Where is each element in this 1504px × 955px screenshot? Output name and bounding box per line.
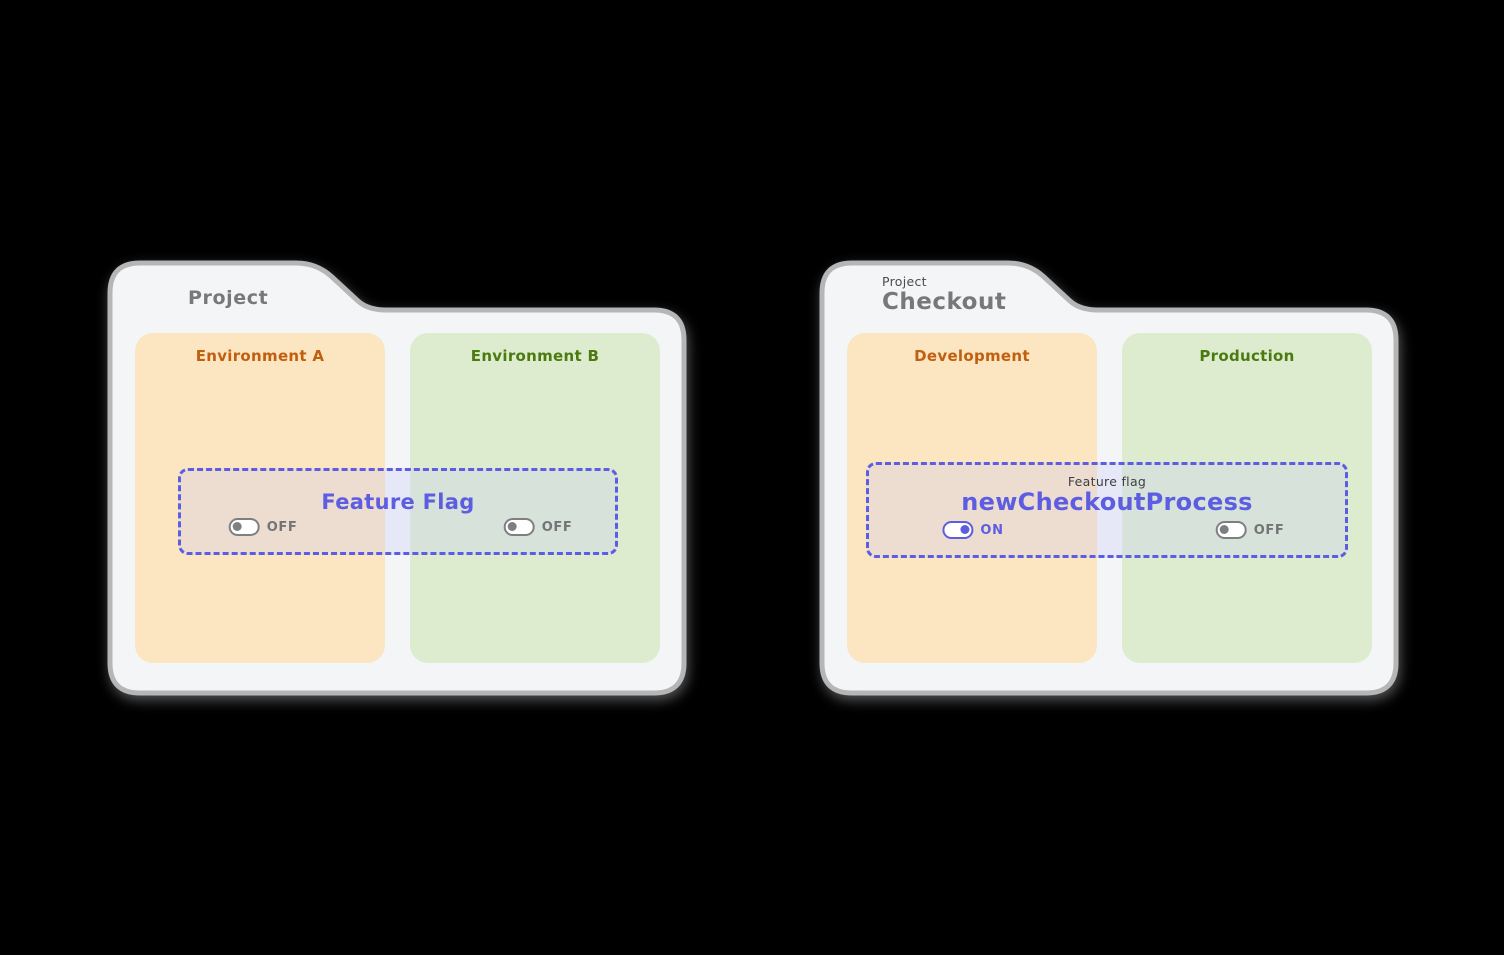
project-folder-checkout: Project Checkout Development Production … [819, 260, 1399, 696]
toggle-group-production: OFF [1215, 521, 1285, 539]
environment-panel-title: Environment B [470, 347, 600, 365]
folder-tab-title: Checkout [882, 289, 1007, 315]
environment-panel-title: Environment A [195, 347, 325, 365]
environment-panel-development: Development [847, 333, 1097, 663]
feature-flag-kicker: Feature flag [1067, 474, 1147, 489]
toggle-state-label: OFF [541, 519, 573, 535]
toggle-switch-icon[interactable] [228, 518, 260, 536]
toggle-switch-icon[interactable] [942, 521, 974, 539]
toggle-group-development: ON [942, 521, 1003, 539]
toggle-group-env-a: OFF [228, 518, 298, 536]
feature-flag-name: newCheckoutProcess [961, 488, 1253, 516]
toggle-knob [232, 522, 242, 531]
toggle-knob [960, 525, 970, 534]
toggle-state-label: ON [980, 522, 1004, 538]
environment-panel-a: Environment A [135, 333, 385, 663]
environment-panel-b: Environment B [410, 333, 660, 663]
toggle-group-env-b: OFF [503, 518, 573, 536]
toggle-knob [507, 522, 517, 531]
toggle-knob [1219, 525, 1229, 534]
environment-panel-title: Development [914, 347, 1030, 365]
folder-tab-title: Project [188, 287, 269, 309]
toggle-state-label: OFF [266, 519, 298, 535]
project-folder-generic: Project Environment A Environment B Feat… [107, 260, 687, 696]
environment-panel-production: Production [1122, 333, 1372, 663]
toggle-state-label: OFF [1253, 522, 1285, 538]
feature-flag-box: Feature flag newCheckoutProcess ON OFF [866, 462, 1348, 558]
environment-panel-title: Production [1199, 347, 1295, 365]
feature-flag-name: Feature Flag [321, 490, 475, 514]
toggle-switch-icon[interactable] [1215, 521, 1247, 539]
feature-flag-box: Feature Flag OFF OFF [178, 468, 618, 555]
folder-tab-kicker: Project [882, 274, 927, 289]
toggle-switch-icon[interactable] [503, 518, 535, 536]
